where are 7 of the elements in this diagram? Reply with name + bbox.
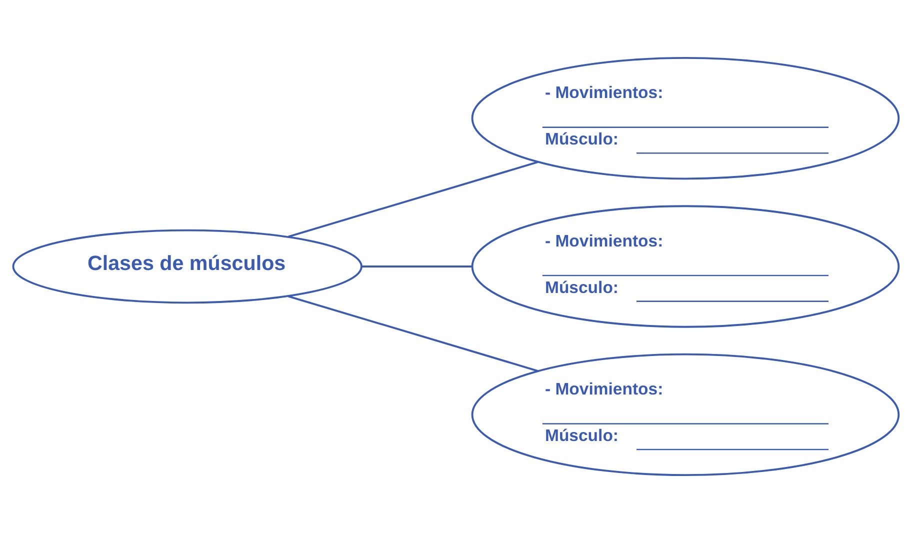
connector [362,266,472,268]
node-ellipse: - Movimientos: Músculo: [471,56,900,180]
node-ellipse: Clases de músculos [12,229,362,304]
connector [288,295,538,372]
connector [288,161,538,238]
node-ellipse: - Movimientos: Músculo: [471,205,900,328]
node-ellipse: - Movimientos: Músculo: [471,353,900,476]
